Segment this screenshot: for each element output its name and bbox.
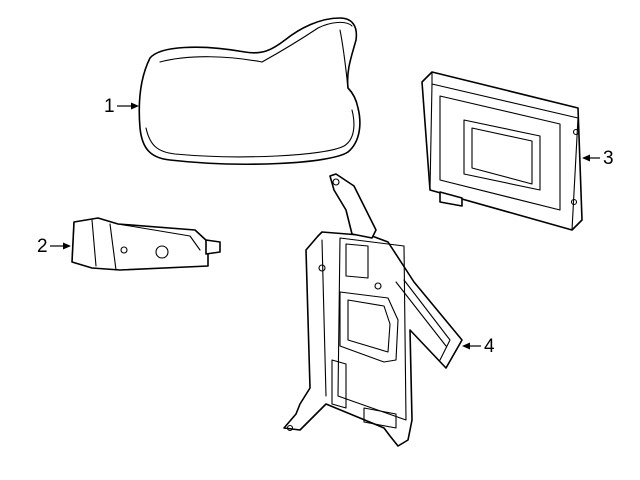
part-1-antenna-cover [138, 17, 361, 165]
callout-4-arrowhead [462, 342, 470, 350]
callout-2-label: 2 [37, 236, 48, 257]
callout-3-arrowhead [582, 154, 590, 162]
callout-2-arrowhead [63, 242, 71, 250]
callout-4: 4 [462, 336, 495, 357]
part-3-module [421, 71, 583, 231]
callout-4-label: 4 [484, 336, 495, 357]
callout-1-label: 1 [104, 96, 115, 117]
part-4-mounting-bracket [283, 173, 463, 447]
part-2-bracket [71, 217, 221, 271]
callout-1: 1 [104, 96, 139, 117]
callout-3-label: 3 [603, 148, 614, 169]
callout-1-arrowhead [131, 102, 139, 110]
callout-2: 2 [37, 236, 71, 257]
callout-3: 3 [582, 148, 614, 169]
